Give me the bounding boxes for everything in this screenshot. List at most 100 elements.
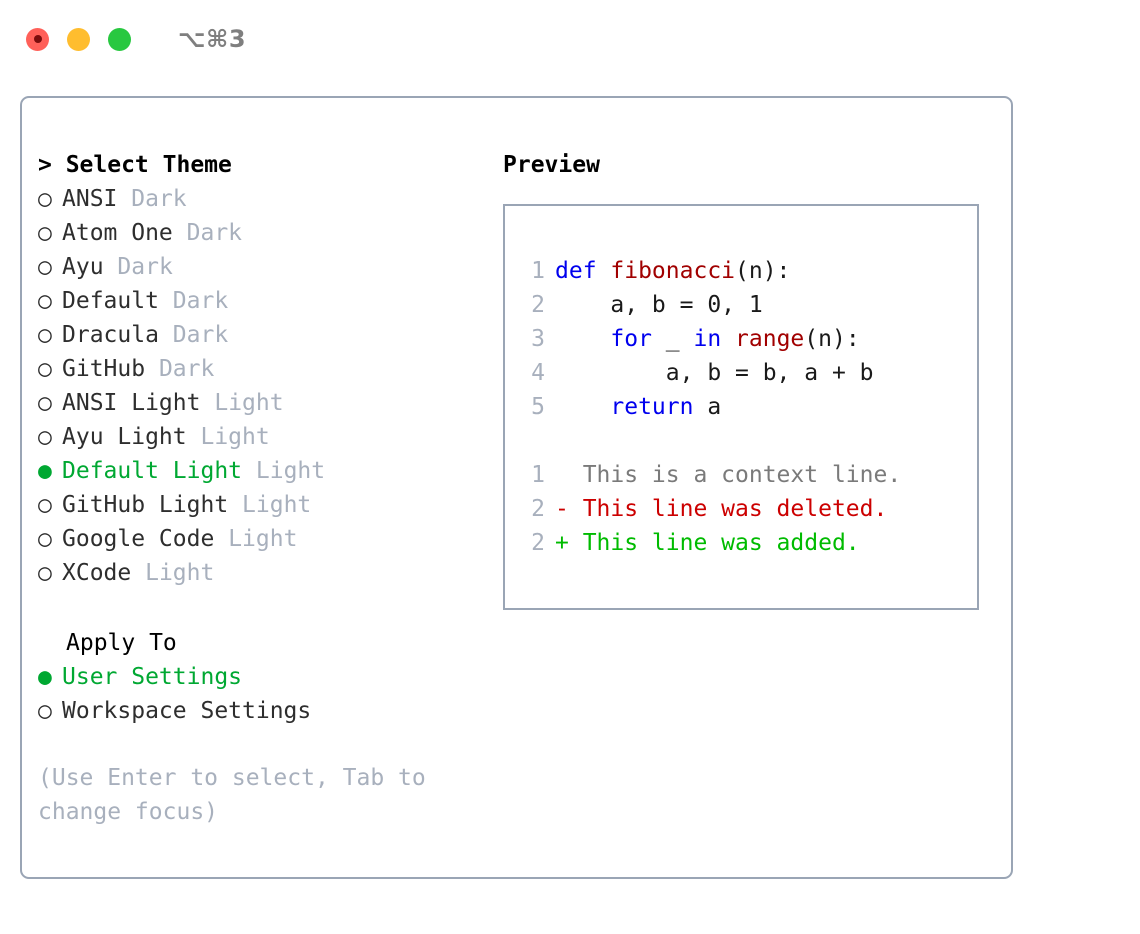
code-line: 4 a, b = b, a + b (521, 356, 969, 390)
apply-to-item[interactable]: ○Workspace Settings (38, 694, 468, 728)
code-token: fibonacci (610, 258, 736, 284)
code-token: (n): (804, 326, 860, 352)
code-token: _ (651, 326, 694, 352)
theme-variant-tag: Dark (172, 288, 229, 314)
theme-variant-tag: Dark (131, 186, 187, 212)
theme-list-item[interactable]: ○ XCode Light (38, 556, 468, 590)
theme-name-label: Default (62, 288, 159, 314)
minimize-button[interactable] (67, 27, 90, 51)
theme-list-item[interactable]: ○ Dracula Dark (38, 318, 468, 352)
code-line: 2 a, b = 0, 1 (521, 288, 969, 322)
theme-variant-tag: Light (255, 458, 326, 484)
theme-list-item[interactable]: ○ Ayu Light Light (38, 420, 468, 454)
theme-variant-tag: Light (242, 492, 312, 518)
line-number: 2 (531, 292, 545, 318)
main-panel: > Select Theme ○ANSI Dark○Atom One Dark○… (20, 96, 1013, 879)
radio-unselected-icon: ○ (38, 322, 52, 348)
radio-unselected-icon: ○ (38, 424, 52, 450)
theme-name-label: Google Code (62, 526, 215, 552)
titlebar: ⌥⌘3 (0, 0, 1140, 78)
radio-unselected-icon: ○ (38, 390, 52, 416)
theme-variant-tag: Dark (186, 220, 243, 246)
apply-to-header: Apply To (66, 630, 177, 656)
apply-to-label: Workspace Settings (62, 698, 312, 724)
code-token (721, 326, 735, 352)
keyboard-hint: (Use Enter to select, Tab to change focu… (38, 765, 440, 825)
theme-name-label: ANSI Light (62, 390, 201, 416)
code-token: def (555, 258, 611, 284)
theme-picker-column: > Select Theme ○ANSI Dark○Atom One Dark○… (38, 148, 468, 829)
theme-name-label: GitHub Light (62, 492, 229, 518)
theme-name-label: Ayu Light (62, 424, 187, 450)
theme-variant-tag: Dark (117, 254, 173, 280)
maximize-button[interactable] (108, 27, 131, 51)
diff-line: 2+ This line was added. (521, 526, 969, 560)
diff-text: This is a context line. (555, 462, 902, 488)
diff-line: 1 This is a context line. (521, 458, 969, 492)
code-blank-line (521, 424, 969, 458)
theme-name-label: Ayu (62, 254, 104, 280)
theme-variant-tag: Light (200, 424, 270, 450)
radio-unselected-icon: ○ (38, 254, 52, 280)
diff-text: - This line was deleted. (555, 496, 888, 522)
code-token: (n): (735, 258, 791, 284)
theme-list[interactable]: ○ANSI Dark○Atom One Dark○Ayu Dark○Defaul… (38, 182, 468, 590)
diff-lines: 1 This is a context line. 2 - This line wa… (521, 458, 969, 560)
theme-name-label: Atom One (62, 220, 173, 246)
theme-list-item[interactable]: ○ Google Code Light (38, 522, 468, 556)
code-token: a, b = b, a + b (555, 360, 874, 386)
code-token: a, b = 0, 1 (555, 292, 763, 318)
radio-unselected-icon: ○ (38, 492, 52, 518)
theme-variant-tag: Dark (172, 322, 229, 348)
line-number: 3 (531, 326, 545, 352)
code-token: a (693, 394, 722, 420)
theme-list-item[interactable]: ○ ANSI Dark (38, 182, 468, 216)
line-number: 1 (531, 462, 545, 488)
code-token (555, 394, 610, 420)
theme-variant-tag: Light (228, 526, 298, 552)
radio-selected-icon: ● (38, 664, 52, 690)
close-button[interactable] (26, 27, 49, 51)
theme-list-item[interactable]: ○GitHub Dark (38, 352, 468, 386)
radio-unselected-icon: ○ (38, 526, 52, 552)
code-token: return (610, 394, 694, 420)
code-line: 5 return a (521, 390, 969, 424)
radio-unselected-icon: ○ (38, 220, 52, 246)
theme-name-label: XCode (62, 560, 132, 586)
apply-to-label: User Settings (62, 664, 243, 690)
theme-list-item[interactable]: ○ GitHub Light Light (38, 488, 468, 522)
code-token: in (693, 326, 722, 352)
window-controls (26, 27, 131, 51)
spacer (38, 590, 468, 626)
line-number: 5 (531, 394, 545, 420)
theme-list-item[interactable]: ○ANSI Light Light (38, 386, 468, 420)
radio-unselected-icon: ○ (38, 356, 52, 382)
theme-list-item[interactable]: ○ Atom One Dark (38, 216, 468, 250)
keyboard-shortcut-label: ⌥⌘3 (178, 25, 247, 53)
line-number: 4 (531, 360, 545, 386)
line-number: 2 (531, 496, 545, 522)
theme-list-item[interactable]: ○ Ayu Dark (38, 250, 468, 284)
theme-name-label: GitHub (62, 356, 146, 382)
line-number: 2 (531, 530, 545, 556)
theme-name-label: Dracula (62, 322, 159, 348)
select-theme-header: > Select Theme (38, 152, 232, 178)
theme-name-label: ANSI (62, 186, 118, 212)
radio-unselected-icon: ○ (38, 560, 52, 586)
apply-to-item[interactable]: ● User Settings (38, 660, 468, 694)
theme-list-item[interactable]: ○Default Dark (38, 284, 468, 318)
theme-variant-tag: Light (145, 560, 215, 586)
code-token: range (735, 326, 805, 352)
radio-unselected-icon: ○ (38, 186, 52, 212)
apply-to-list[interactable]: ● User Settings ○Workspace Settings (38, 660, 468, 728)
line-number: 1 (531, 258, 545, 284)
preview-title: Preview (503, 152, 600, 178)
diff-line: 2 - This line was deleted. (521, 492, 969, 526)
code-line: 3 for _ in range(n): (521, 322, 969, 356)
theme-list-item[interactable]: ●Default Light Light (38, 454, 468, 488)
